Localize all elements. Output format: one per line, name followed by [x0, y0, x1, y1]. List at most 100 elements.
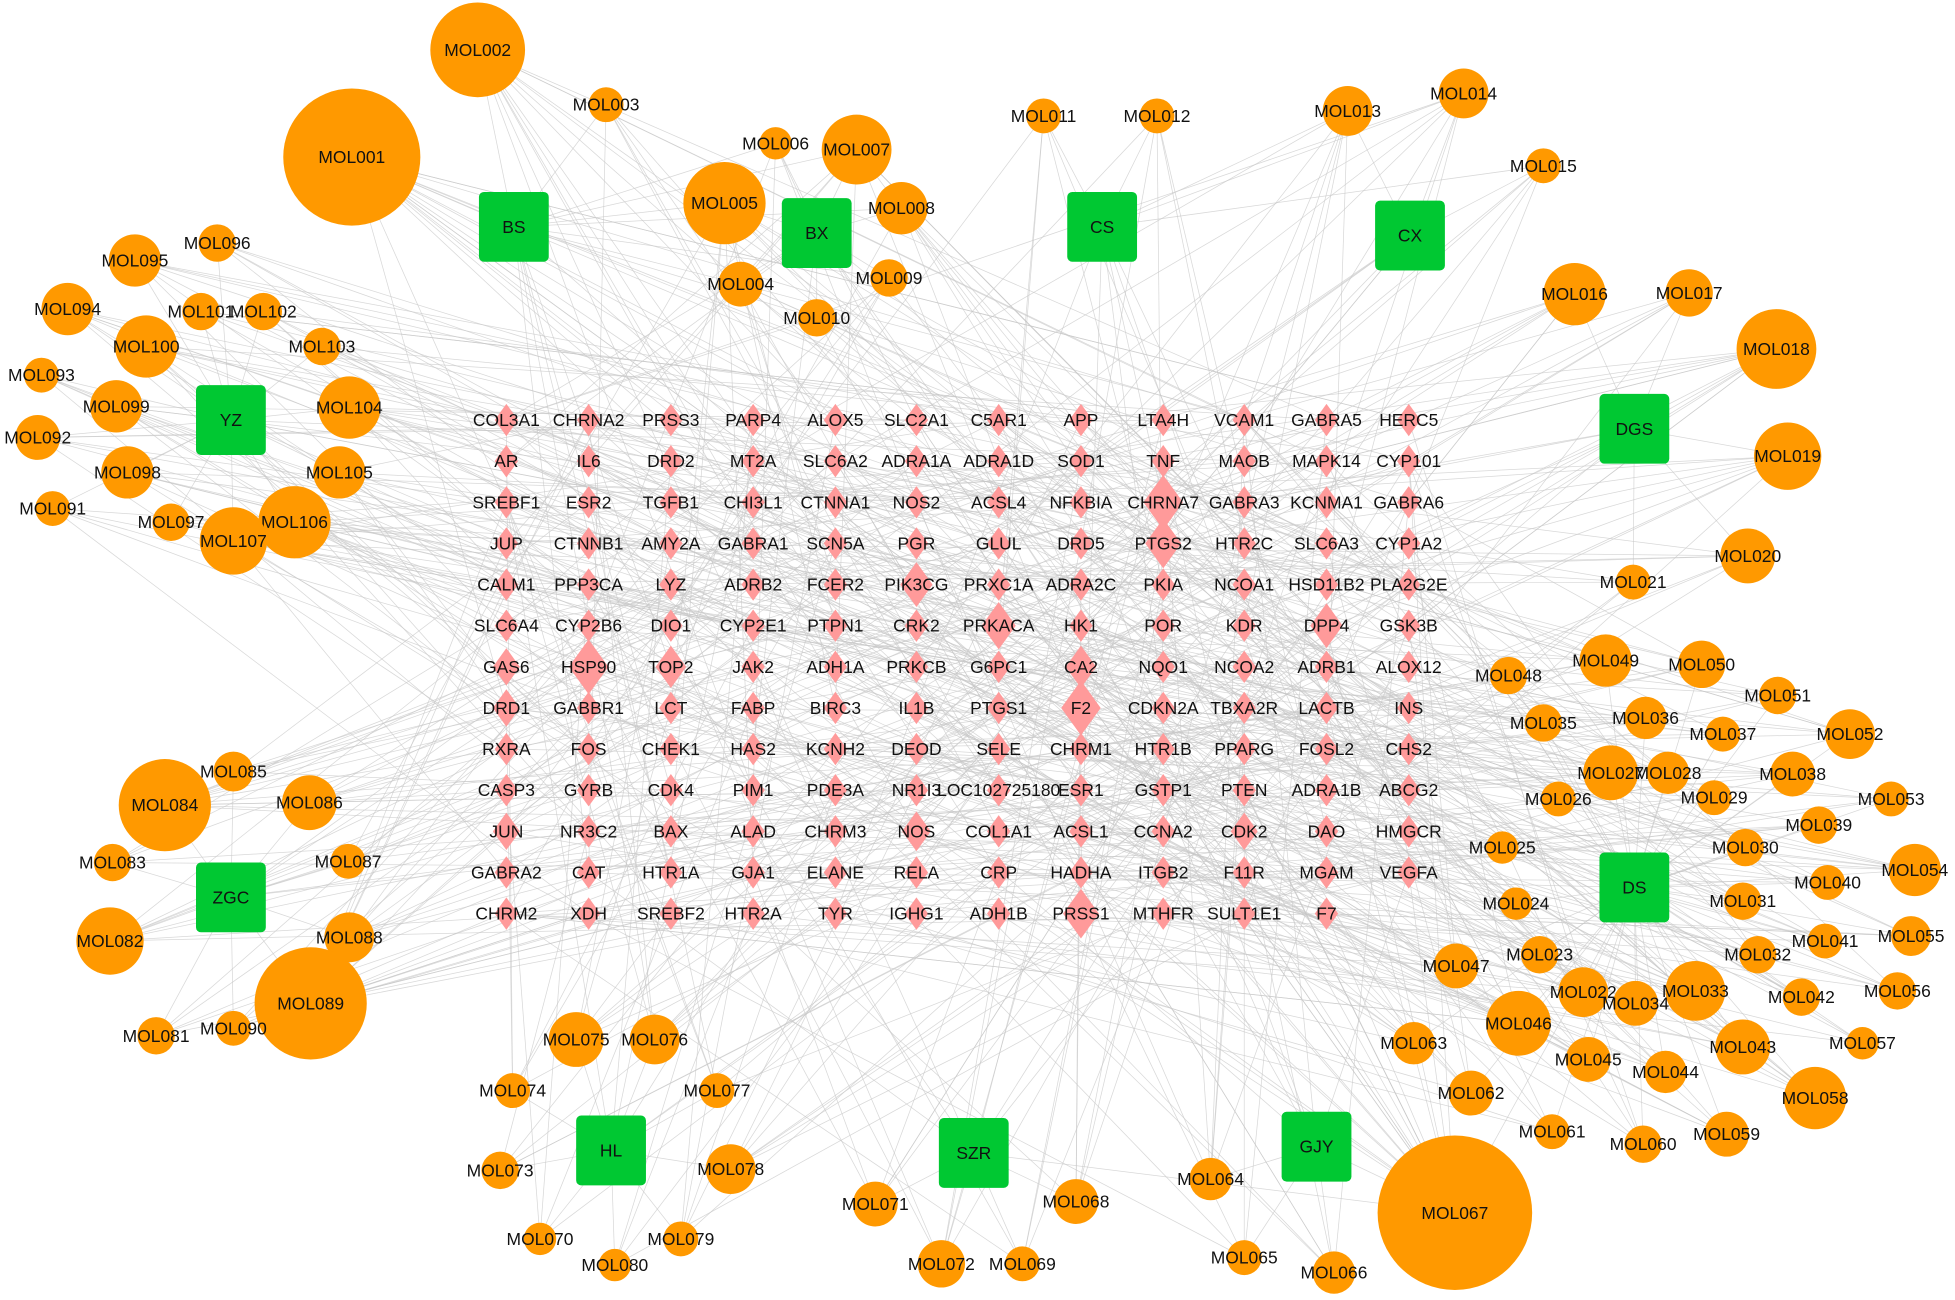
compound-node[interactable]: MOL046 — [1485, 990, 1552, 1056]
target-node[interactable]: TNF — [1146, 444, 1180, 478]
target-node[interactable]: ITGB2 — [1138, 856, 1188, 889]
target-node[interactable]: GYRB — [564, 774, 613, 807]
compound-node[interactable]: MOL060 — [1610, 1125, 1677, 1163]
target-node[interactable]: PTEN — [1221, 774, 1268, 807]
target-node[interactable]: ADH1A — [806, 650, 865, 684]
target-node[interactable]: LTA4H — [1137, 403, 1189, 437]
target-node[interactable]: LYZ — [656, 568, 687, 601]
target-node[interactable]: CDK2 — [1221, 812, 1268, 851]
target-node[interactable]: SLC6A3 — [1294, 527, 1359, 560]
target-node[interactable]: FABP — [731, 691, 776, 725]
target-node[interactable]: CHI3L1 — [724, 486, 783, 519]
compound-node[interactable]: MOL091 — [19, 491, 86, 526]
compound-node[interactable]: MOL019 — [1754, 422, 1822, 490]
target-node[interactable]: LOC102725180 — [937, 774, 1061, 807]
compound-node[interactable]: MOL064 — [1177, 1157, 1244, 1201]
target-node[interactable]: SLC2A1 — [884, 403, 949, 437]
compound-node[interactable]: MOL020 — [1714, 528, 1782, 584]
target-node[interactable]: TYR — [818, 897, 853, 930]
compound-node[interactable]: MOL095 — [101, 234, 168, 287]
compound-node[interactable]: MOL094 — [34, 282, 101, 336]
target-node[interactable]: KDR — [1226, 609, 1263, 642]
target-node[interactable]: PTGS1 — [970, 691, 1027, 725]
compound-node[interactable]: MOL053 — [1858, 781, 1925, 817]
target-node[interactable]: HTR2C — [1215, 527, 1273, 560]
target-node[interactable]: SLC6A4 — [474, 609, 539, 642]
target-node[interactable]: COL3A1 — [473, 403, 540, 437]
target-node[interactable]: MGAM — [1299, 856, 1354, 889]
target-node[interactable]: ALAD — [730, 815, 776, 848]
target-node[interactable]: CHRM3 — [804, 815, 866, 848]
compound-node[interactable]: MOL067 — [1377, 1135, 1533, 1291]
target-node[interactable]: F2 — [1061, 680, 1101, 736]
target-node[interactable]: ACSL4 — [971, 486, 1027, 519]
target-node[interactable]: PLA2G2E — [1370, 568, 1448, 601]
target-node[interactable]: NR3C2 — [560, 815, 617, 848]
compound-node[interactable]: MOL010 — [783, 299, 850, 337]
compound-node[interactable]: MOL104 — [316, 376, 383, 439]
compound-node[interactable]: MOL102 — [230, 292, 297, 331]
target-node[interactable]: GABRA1 — [718, 527, 789, 560]
compound-node[interactable]: MOL073 — [467, 1151, 534, 1190]
compound-node[interactable]: MOL003 — [573, 87, 640, 123]
compound-node[interactable]: MOL025 — [1469, 831, 1536, 864]
target-node[interactable]: GABRA5 — [1291, 403, 1362, 437]
target-node[interactable]: IGHG1 — [889, 897, 944, 930]
compound-node[interactable]: MOL048 — [1475, 656, 1542, 695]
target-node[interactable]: APP — [1063, 403, 1098, 437]
compound-node[interactable]: MOL045 — [1555, 1037, 1622, 1082]
compound-node[interactable]: MOL089 — [254, 947, 367, 1060]
target-node[interactable]: MTHFR — [1133, 897, 1194, 930]
compound-node[interactable]: MOL002 — [430, 2, 526, 98]
compound-node[interactable]: MOL107 — [199, 507, 268, 575]
compound-node[interactable]: MOL044 — [1632, 1050, 1699, 1094]
target-node[interactable]: DEOD — [891, 732, 942, 766]
compound-node[interactable]: MOL024 — [1483, 887, 1550, 920]
target-node[interactable]: HTR2A — [725, 897, 783, 930]
compound-node[interactable]: MOL099 — [83, 380, 150, 433]
target-node[interactable]: F7 — [1314, 897, 1339, 930]
target-node[interactable]: MT2A — [730, 444, 777, 478]
compound-node[interactable]: MOL052 — [1817, 709, 1884, 760]
compound-node[interactable]: MOL047 — [1423, 943, 1490, 989]
target-node[interactable]: GSK3B — [1380, 609, 1438, 642]
compound-node[interactable]: MOL039 — [1785, 806, 1852, 844]
target-node[interactable]: NOS — [898, 811, 936, 852]
compound-node[interactable]: MOL033 — [1662, 960, 1729, 1021]
target-node[interactable]: PRSS1 — [1052, 888, 1110, 939]
target-node[interactable]: F11R — [1224, 856, 1265, 889]
target-node[interactable]: BIRC3 — [810, 691, 861, 725]
target-node[interactable]: PGR — [898, 527, 936, 560]
compound-node[interactable]: MOL034 — [1602, 980, 1669, 1026]
target-node[interactable]: GABRA2 — [471, 856, 542, 889]
compound-node[interactable]: MOL071 — [842, 1181, 909, 1227]
target-node[interactable]: G6PC1 — [970, 650, 1027, 684]
target-node[interactable]: DIO1 — [651, 609, 692, 642]
target-node[interactable]: DPP4 — [1304, 603, 1350, 649]
target-node[interactable]: NR1I3 — [892, 774, 941, 807]
target-node[interactable]: CAT — [572, 856, 606, 889]
target-node[interactable]: CTNNB1 — [554, 527, 624, 560]
compound-node[interactable]: MOL075 — [543, 1012, 610, 1067]
compound-node[interactable]: MOL066 — [1301, 1251, 1368, 1294]
target-node[interactable]: CDK4 — [648, 774, 695, 807]
compound-node[interactable]: MOL070 — [507, 1222, 574, 1256]
target-node[interactable]: TBXA2R — [1210, 691, 1278, 725]
compound-node[interactable]: MOL097 — [138, 503, 205, 541]
compound-node[interactable]: MOL029 — [1681, 780, 1748, 816]
herb-node[interactable]: DS — [1599, 852, 1670, 923]
target-node[interactable]: CYP1A2 — [1375, 527, 1442, 560]
herb-node[interactable]: CX — [1375, 200, 1445, 271]
target-node[interactable]: CCNA2 — [1134, 815, 1193, 848]
compound-node[interactable]: MOL011 — [1011, 98, 1077, 134]
compound-node[interactable]: MOL030 — [1712, 828, 1779, 867]
target-node[interactable]: CDKN2A — [1128, 691, 1199, 725]
target-node[interactable]: SOD1 — [1057, 444, 1105, 478]
compound-node[interactable]: MOL013 — [1314, 86, 1381, 136]
target-node[interactable]: PRSS3 — [642, 403, 699, 437]
target-node[interactable]: HSD11B2 — [1288, 568, 1365, 601]
compound-node[interactable]: MOL061 — [1519, 1114, 1586, 1150]
target-node[interactable]: ADRA1A — [882, 444, 952, 478]
herb-node[interactable]: BS — [478, 191, 549, 262]
target-node[interactable]: CHRNA7 — [1127, 474, 1199, 530]
